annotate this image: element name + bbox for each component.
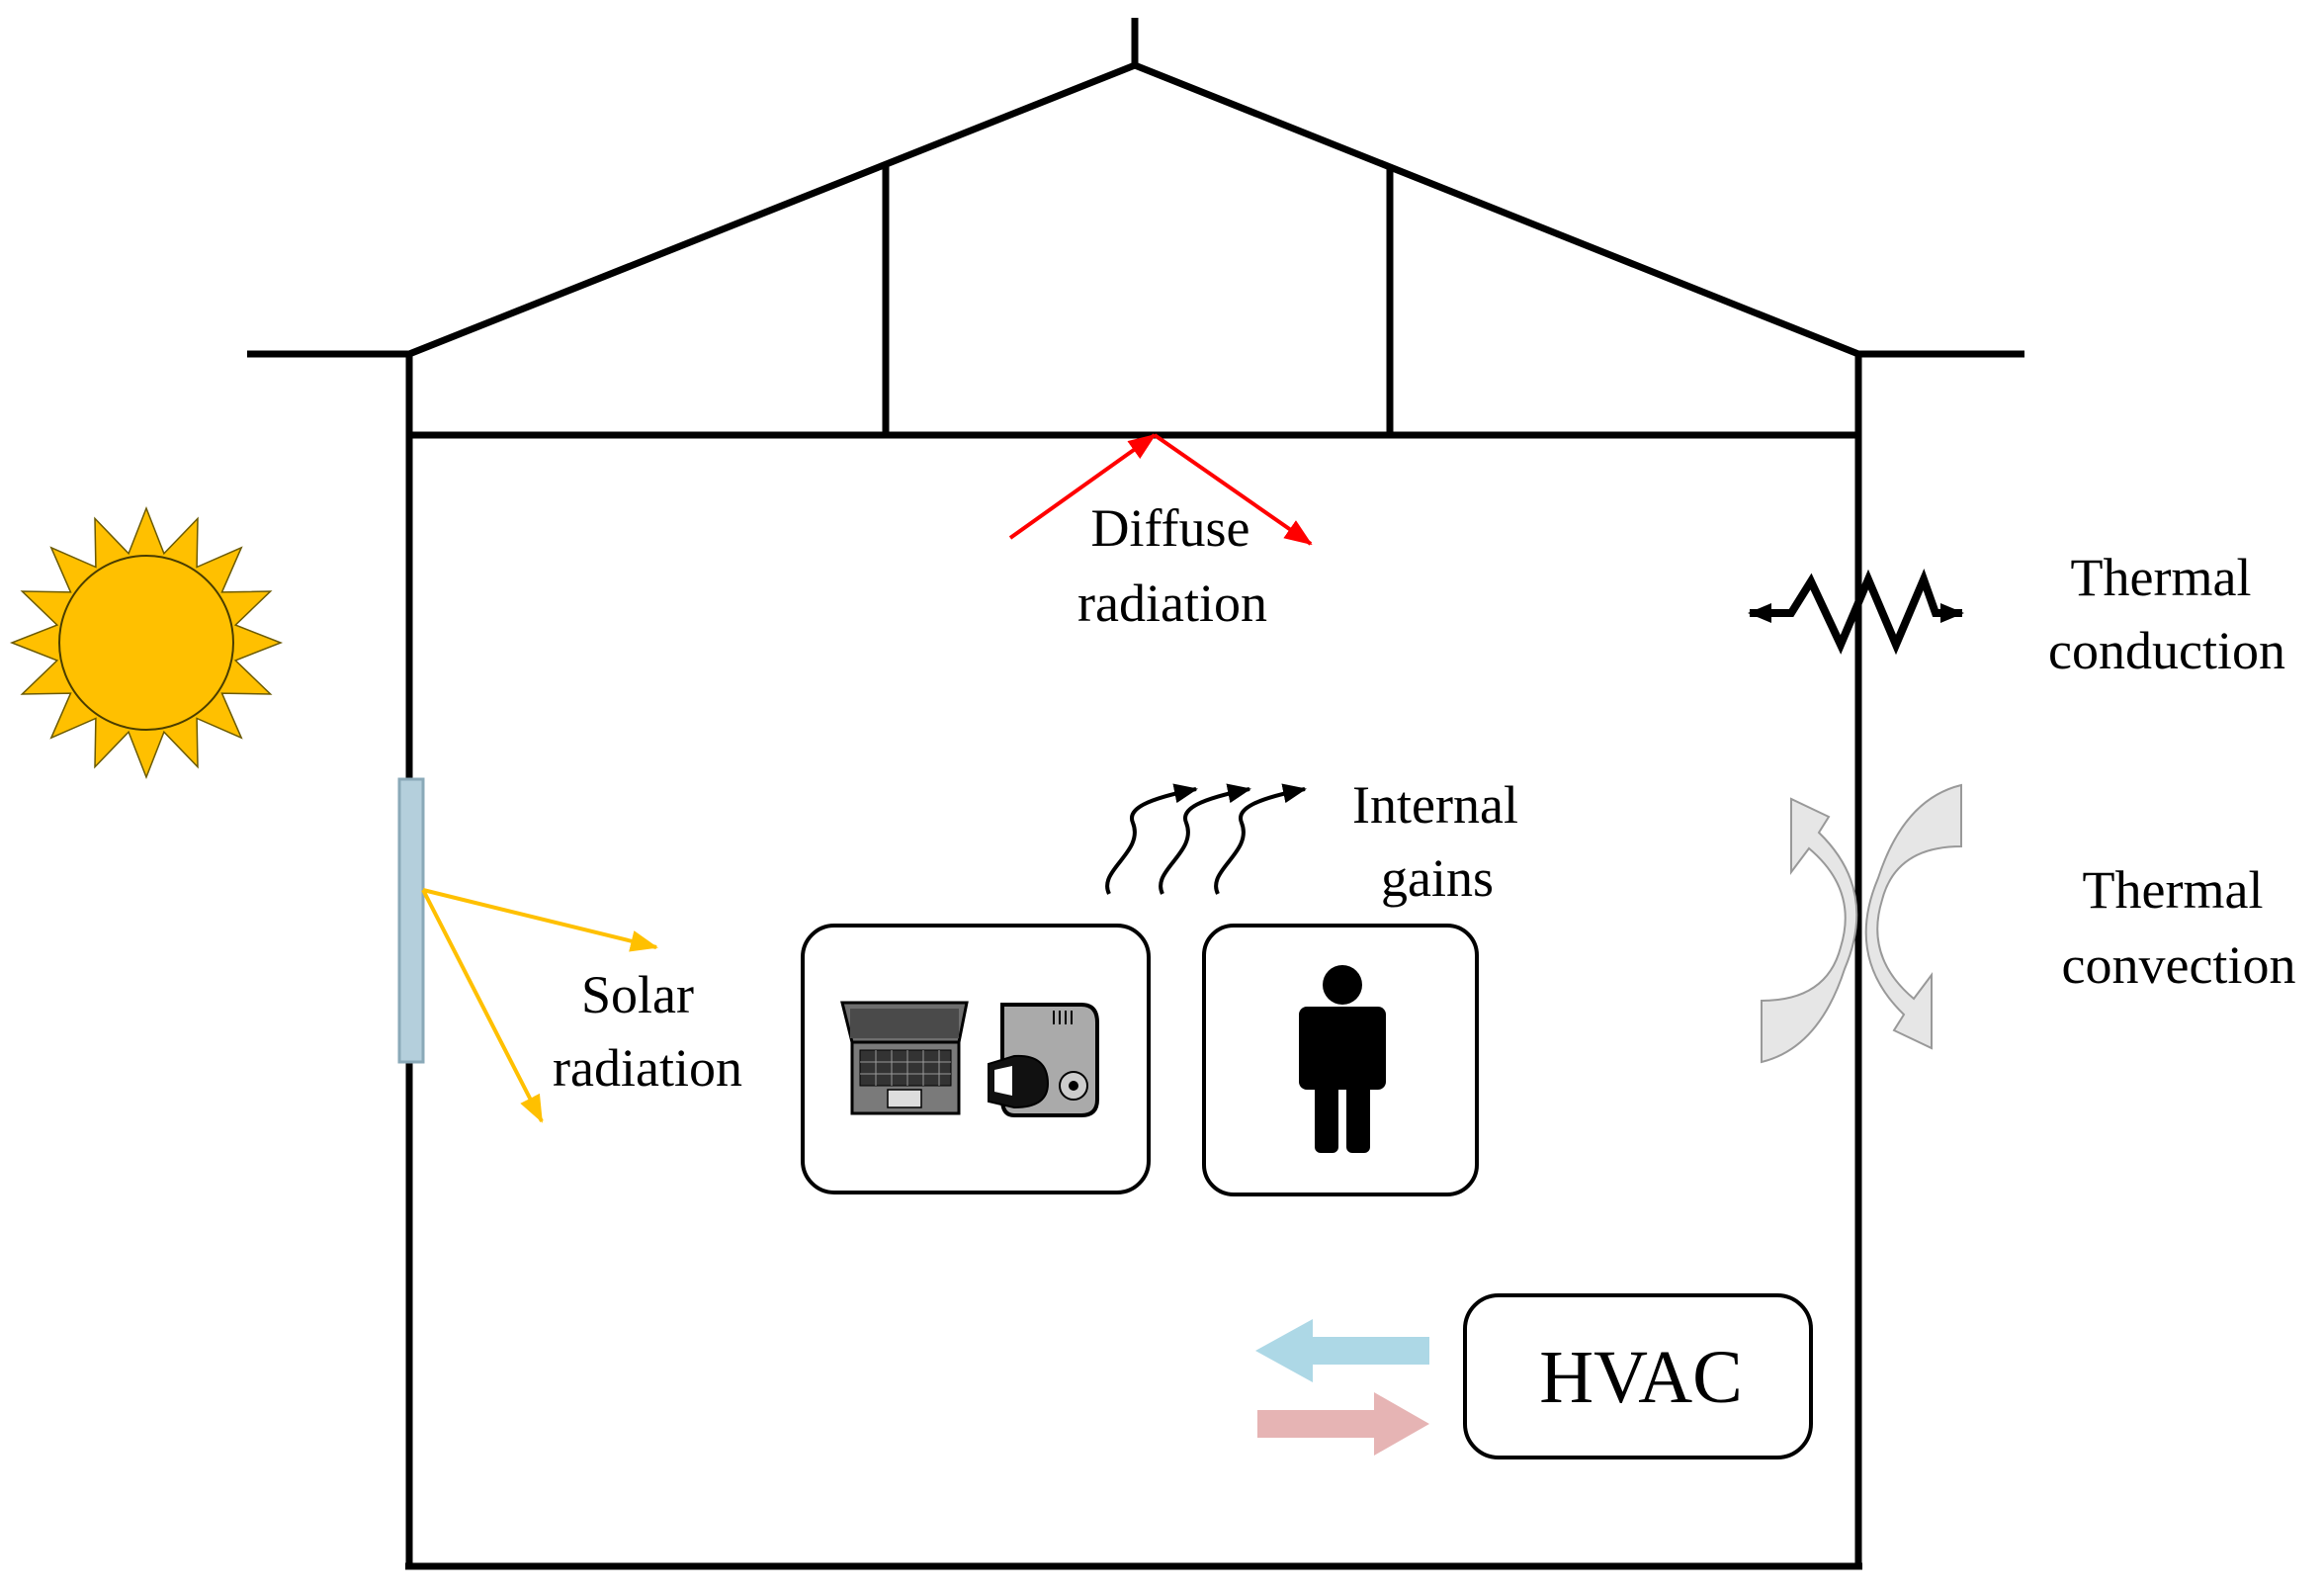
- solar-radiation-rays: [421, 888, 658, 1123]
- convection-label-line1: Thermal: [2083, 860, 2264, 920]
- solar-label-line2: radiation: [553, 1038, 742, 1098]
- internal-gains-label-line1: Internal: [1352, 775, 1518, 835]
- window-glass: [397, 777, 425, 1064]
- conduction-zigzag-icon: [1748, 568, 1964, 656]
- equipment-box: [801, 924, 1151, 1194]
- hvac-label: HVAC: [1539, 1336, 1743, 1419]
- solar-label-line1: Solar: [581, 965, 694, 1024]
- conduction-label-line1: Thermal: [2071, 548, 2252, 607]
- diffuse-radiation-rays: [1008, 433, 1313, 546]
- cold-air-arrow: [1255, 1319, 1429, 1382]
- convection-label-line2: convection: [2062, 935, 2296, 995]
- laptop-icon: [840, 1001, 969, 1115]
- projector-icon: [988, 1003, 1099, 1117]
- warm-air-arrow: [1257, 1392, 1429, 1456]
- diffuse-label-line1: Diffuse: [1091, 498, 1250, 558]
- convection-arrows-icon: [1761, 783, 1962, 1064]
- diffuse-label-line2: radiation: [1077, 574, 1267, 633]
- heat-wave-icon: [1105, 783, 1307, 895]
- person-icon: [1299, 965, 1386, 1153]
- sun-icon: [9, 505, 284, 780]
- hvac-box: [1463, 1293, 1813, 1459]
- conduction-label-line2: conduction: [2048, 621, 2285, 680]
- internal-gains-label-line2: gains: [1381, 848, 1494, 908]
